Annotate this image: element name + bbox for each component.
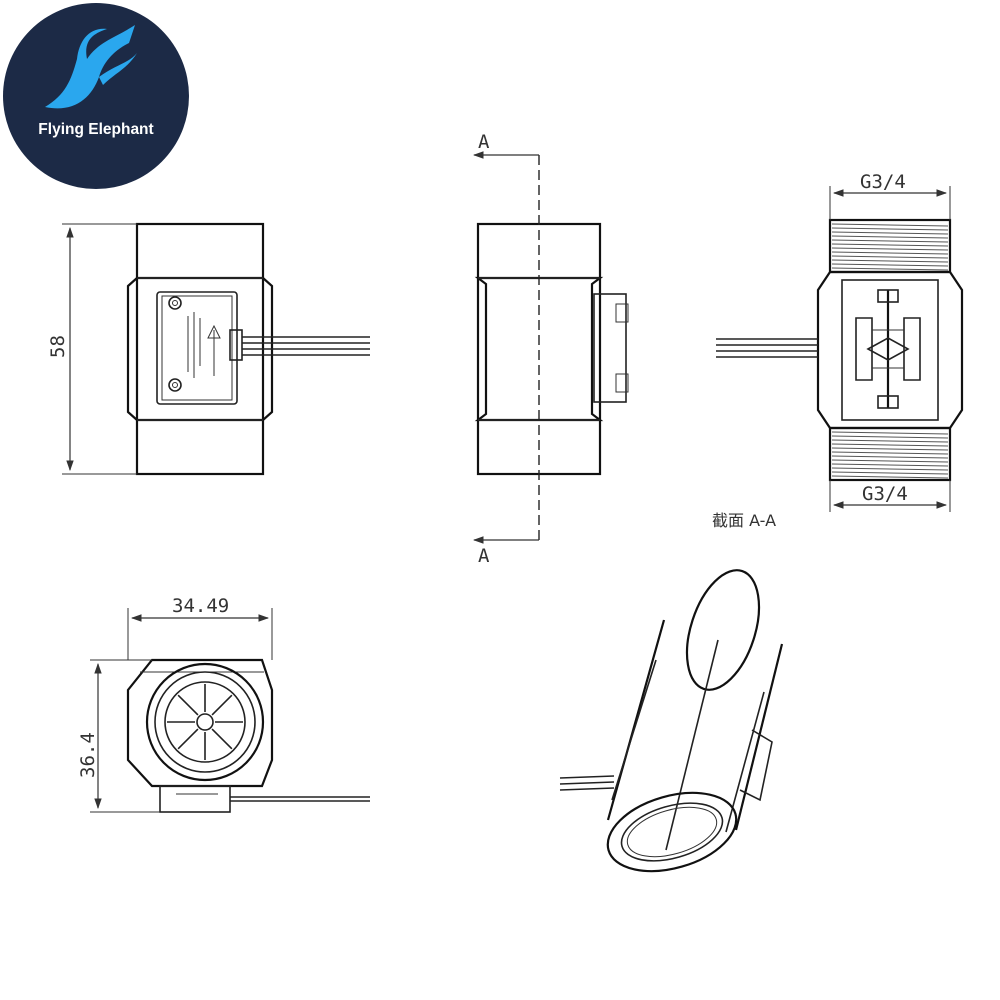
- thread-line: [831, 259, 949, 263]
- thread-line: [831, 239, 949, 243]
- thread-line: [831, 455, 949, 459]
- impeller-blade: [177, 694, 199, 716]
- end-width-label: 34.49: [172, 595, 229, 617]
- thread-line: [831, 431, 949, 435]
- thread-line: [831, 467, 949, 471]
- section-marker-bottom: A: [478, 545, 490, 567]
- thread-dimension-bottom: G3/4: [862, 483, 908, 505]
- wing-icon: [45, 25, 137, 109]
- thread-line: [831, 235, 949, 239]
- brand-logo: Flying Elephant: [3, 3, 189, 189]
- thread-line: [831, 243, 949, 247]
- front-view: 58: [47, 222, 370, 476]
- thread-line: [831, 435, 949, 439]
- end-view: 34.49 36.4: [77, 595, 370, 813]
- thread-line: [831, 263, 949, 267]
- thread-line: [831, 463, 949, 467]
- thread-line: [831, 247, 949, 251]
- thread-line: [831, 251, 949, 255]
- section-view: G3/4 G3/4 截面 A-A: [712, 171, 964, 530]
- impeller-blade: [211, 694, 233, 716]
- impeller-blade: [211, 728, 233, 750]
- height-dimension-label: 58: [47, 335, 69, 358]
- brand-name: Flying Elephant: [38, 121, 154, 138]
- isometric-view: [559, 569, 784, 873]
- thread-line: [831, 227, 949, 231]
- thread-line: [831, 223, 949, 227]
- thread-line: [831, 443, 949, 447]
- thread-line: [831, 475, 949, 479]
- end-height-label: 36.4: [77, 732, 99, 778]
- thread-dimension-top: G3/4: [860, 171, 906, 193]
- thread-line: [831, 447, 949, 451]
- thread-line: [831, 439, 949, 443]
- thread-line: [831, 451, 949, 455]
- side-view: A A: [472, 131, 629, 567]
- impeller-blade: [177, 728, 199, 750]
- thread-line: [831, 255, 949, 259]
- thread-line: [831, 267, 949, 271]
- section-caption: 截面 A-A: [712, 511, 776, 530]
- section-marker-top: A: [478, 131, 490, 153]
- thread-line: [831, 459, 949, 463]
- thread-line: [831, 231, 949, 235]
- thread-line: [831, 471, 949, 475]
